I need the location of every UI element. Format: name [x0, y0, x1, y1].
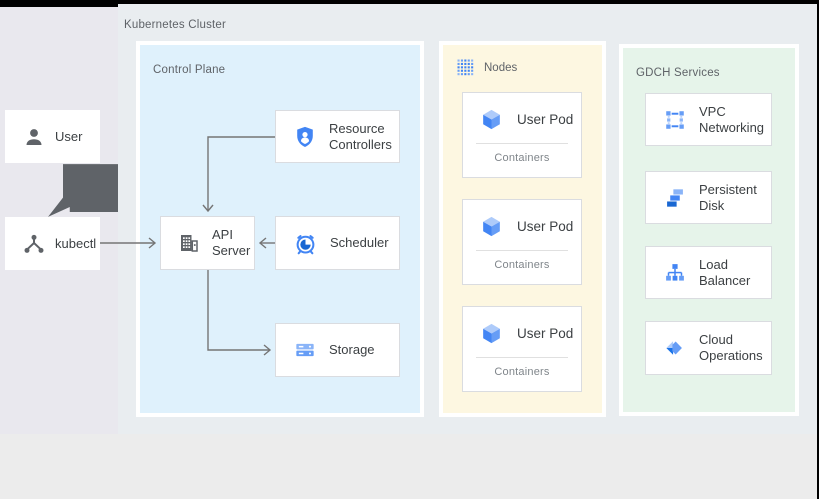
persistent-disk-icon: [667, 188, 683, 207]
divider: [476, 250, 568, 251]
user-pod-label: User Pod: [517, 219, 574, 234]
kubectl-label: kubectl: [55, 236, 97, 251]
user-pod-label: User Pod: [517, 326, 574, 341]
api-server-box: API Server: [160, 216, 255, 270]
storage-box: Storage: [275, 323, 400, 377]
alarm-clock-icon: [296, 234, 315, 254]
containers-label: Containers: [494, 152, 550, 164]
resource-controllers-label: Resource Controllers: [329, 120, 392, 152]
kubectl-box: kubectl: [5, 217, 100, 270]
api-server-label: API Server: [212, 227, 251, 258]
persistent-disk-label: Persistent Disk: [699, 181, 757, 213]
user-pod-box: User Pod Containers: [462, 92, 582, 178]
divider: [476, 357, 568, 358]
vpc-network-icon: [665, 109, 685, 130]
scheduler-label: Scheduler: [330, 235, 389, 250]
control-plane-label: Control Plane: [153, 64, 226, 76]
storage-stack-icon: [296, 343, 314, 357]
top-black-bar: [0, 0, 819, 4]
persistent-disk-box: Persistent Disk: [645, 171, 772, 224]
storage-label: Storage: [329, 342, 375, 357]
top-black-bar-left: [0, 0, 118, 7]
right-black-edge: [817, 0, 819, 499]
cube-icon: [483, 216, 500, 237]
nodes-label: Nodes: [484, 61, 518, 74]
cloud-operations-label: Cloud Operations: [699, 332, 763, 363]
building-icon: [181, 235, 198, 252]
containers-label: Containers: [494, 259, 550, 271]
vpc-networking-box: VPC Networking: [645, 93, 772, 146]
user-icon: [26, 128, 42, 145]
resource-controllers-box: Resource Controllers: [275, 110, 400, 163]
cloud-operations-box: Cloud Operations: [645, 321, 772, 375]
kubernetes-cluster-label: Kubernetes Cluster: [124, 19, 227, 31]
vpc-networking-label: VPC Networking: [699, 103, 765, 135]
divider: [476, 143, 568, 144]
bottom-gray-strip: [0, 434, 819, 499]
user-pod-label: User Pod: [517, 112, 574, 127]
cube-icon: [483, 109, 500, 130]
containers-label: Containers: [494, 366, 550, 378]
load-balancer-label: Load Balancer: [699, 256, 751, 288]
user-label: User: [55, 129, 83, 144]
load-balancer-box: Load Balancer: [645, 246, 772, 299]
shield-user-icon: [297, 126, 313, 147]
user-pod-box: User Pod Containers: [462, 306, 582, 392]
kubectl-icon: [24, 234, 44, 253]
load-balancer-icon: [666, 263, 684, 281]
scheduler-box: Scheduler: [275, 216, 400, 270]
user-box: User: [5, 110, 100, 163]
cloud-operations-icon: [666, 341, 682, 355]
user-pod-box: User Pod Containers: [462, 199, 582, 285]
gdch-services-label: GDCH Services: [636, 67, 720, 79]
cube-icon: [483, 323, 500, 344]
dot-grid-icon: [457, 59, 474, 76]
